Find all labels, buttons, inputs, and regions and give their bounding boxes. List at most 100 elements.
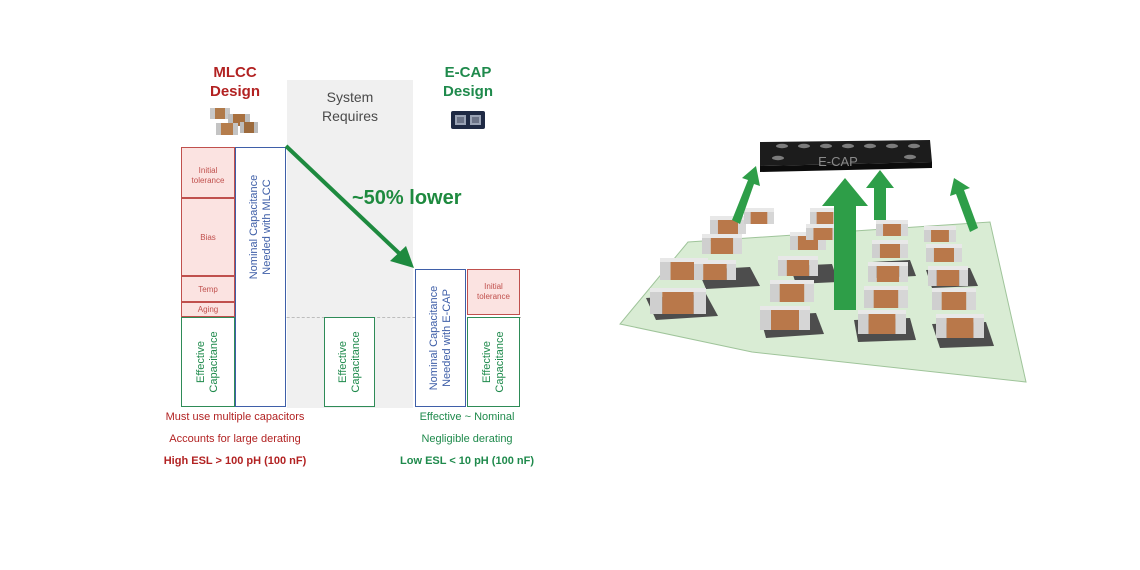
ecap-design-title: E-CAP Design (442, 64, 493, 100)
capacitor-block-part (868, 314, 896, 334)
capacitor-block-part (662, 292, 694, 314)
capacitor-block-top (868, 262, 908, 266)
capacitor-block-part (767, 212, 774, 224)
capacitor-block-top (760, 306, 810, 310)
capacitor-block-part (928, 270, 937, 286)
capacitor-block-part (770, 284, 780, 302)
capacitor-block-part (810, 212, 817, 224)
initial-tolerance-segment: Initial tolerance (181, 147, 235, 198)
capacitor-block-part (872, 244, 880, 258)
ecap-notes: Effective ~ Nominal Negligible derating … (400, 411, 534, 467)
capacitor-block-part (786, 260, 810, 276)
capacitor-block-part (702, 238, 711, 254)
system-requires-title: System Requires (321, 89, 379, 124)
capacitor-block-part (858, 314, 869, 334)
capacitor-block-part (864, 290, 874, 308)
ecap-nominal-capacitance-box: Nominal Capacitance Needed with E-CAP (415, 269, 466, 407)
capacitor-block-part (813, 228, 833, 240)
capacitor-block-part (694, 264, 704, 280)
capacitor-block-top (924, 226, 956, 230)
capacitor-block-part (959, 270, 968, 286)
capacitor-block-part (744, 212, 751, 224)
temp-segment: Temp (181, 276, 235, 302)
capacitor-block-part (933, 248, 955, 262)
capacitor-block-part (750, 212, 768, 224)
ecap-chip-icon (451, 111, 485, 129)
aging-segment: Aging (181, 302, 235, 317)
capacitor-block-part (895, 314, 906, 334)
ecap-board-illustration: E-CAP (619, 140, 1027, 383)
capacitor-block-part (966, 292, 976, 310)
capacitor-block-top (744, 208, 774, 212)
capacitor-block-part (900, 244, 908, 258)
capacitor-block-top (660, 258, 708, 262)
capacitor-block-part (868, 266, 877, 282)
capacitor-block-part (931, 230, 949, 242)
capacitor-block-top (778, 256, 818, 260)
capacitor-block-part (804, 284, 814, 302)
capacitor-block-top (650, 288, 706, 292)
capacitor-block-part (778, 260, 787, 276)
capacitor-block-part (899, 266, 908, 282)
capacitor-block-top (806, 224, 840, 228)
capacitor-block-part (954, 248, 962, 262)
capacitor-block-top (858, 310, 906, 314)
capacitor-block-part (879, 244, 901, 258)
capacitor-block-top (928, 266, 968, 270)
capacitor-block-top (710, 216, 746, 220)
capacitor-block-part (876, 266, 900, 282)
capacitor-block-part (790, 236, 798, 250)
capacitor-block-top (702, 234, 742, 238)
capacitor-block-part (660, 262, 671, 280)
capacitor-block-part (710, 220, 718, 234)
capacitor-block-top (864, 286, 908, 290)
capacitor-block-part (941, 292, 967, 310)
capacitor-block-top (936, 314, 984, 318)
capacitor-block-part (760, 310, 771, 330)
capacitor-block-part (900, 224, 908, 236)
system-effective-capacitance-box: Effective Capacitance (324, 317, 375, 407)
ecap-effective-capacitance-box: Effective Capacitance (467, 317, 520, 407)
capacitor-block-part (806, 228, 814, 240)
mlcc-design-title: MLCC Design (209, 64, 260, 100)
capacitor-block-part (726, 264, 736, 280)
capacitor-block-part (936, 270, 960, 286)
capacitor-block-part (898, 290, 908, 308)
capacitor-block-part (946, 318, 974, 338)
ecap-chip-label: E-CAP (818, 154, 858, 169)
capacitor-block-part (926, 248, 934, 262)
capacitor-block-part (693, 292, 706, 314)
capacitor-block-part (717, 220, 739, 234)
capacitor-block-part (948, 230, 956, 242)
bias-segment: Bias (181, 198, 235, 276)
fifty-percent-lower-label: ~50% lower (352, 187, 462, 209)
capacitor-block-top (770, 280, 814, 284)
ecap-initial-tolerance-segment: Initial tolerance (467, 269, 520, 315)
capacitor-block-part (779, 284, 805, 302)
capacitor-block-part (873, 290, 899, 308)
capacitor-block-part (932, 292, 942, 310)
capacitor-block-part (670, 262, 698, 280)
capacitor-block-part (703, 264, 727, 280)
capacitor-block-top (872, 240, 908, 244)
mlcc-effective-capacitance-box: Effective Capacitance (181, 317, 235, 407)
capacitor-block-part (799, 310, 810, 330)
capacitor-block-part (936, 318, 947, 338)
capacitor-block-part (818, 236, 826, 250)
capacitor-block-top (926, 244, 962, 248)
capacitor-block-part (733, 238, 742, 254)
capacitor-block-part (650, 292, 663, 314)
capacitor-block-part (924, 230, 932, 242)
mlcc-nominal-capacitance-box: Nominal Capacitance Needed with MLCC (235, 147, 286, 407)
fifty-percent-lower-arrow (284, 144, 414, 268)
capacitor-block-part (816, 212, 834, 224)
capacitor-block-part (973, 318, 984, 338)
capacitor-block-top (932, 288, 976, 292)
capacitor-block-top (876, 220, 908, 224)
capacitor-block-part (876, 224, 884, 236)
capacitor-block-part (771, 310, 799, 330)
capacitor-block-part (738, 220, 746, 234)
capacitor-block-part (809, 260, 818, 276)
mlcc-capacitors-icon (210, 108, 258, 135)
capacitor-block-part (710, 238, 734, 254)
